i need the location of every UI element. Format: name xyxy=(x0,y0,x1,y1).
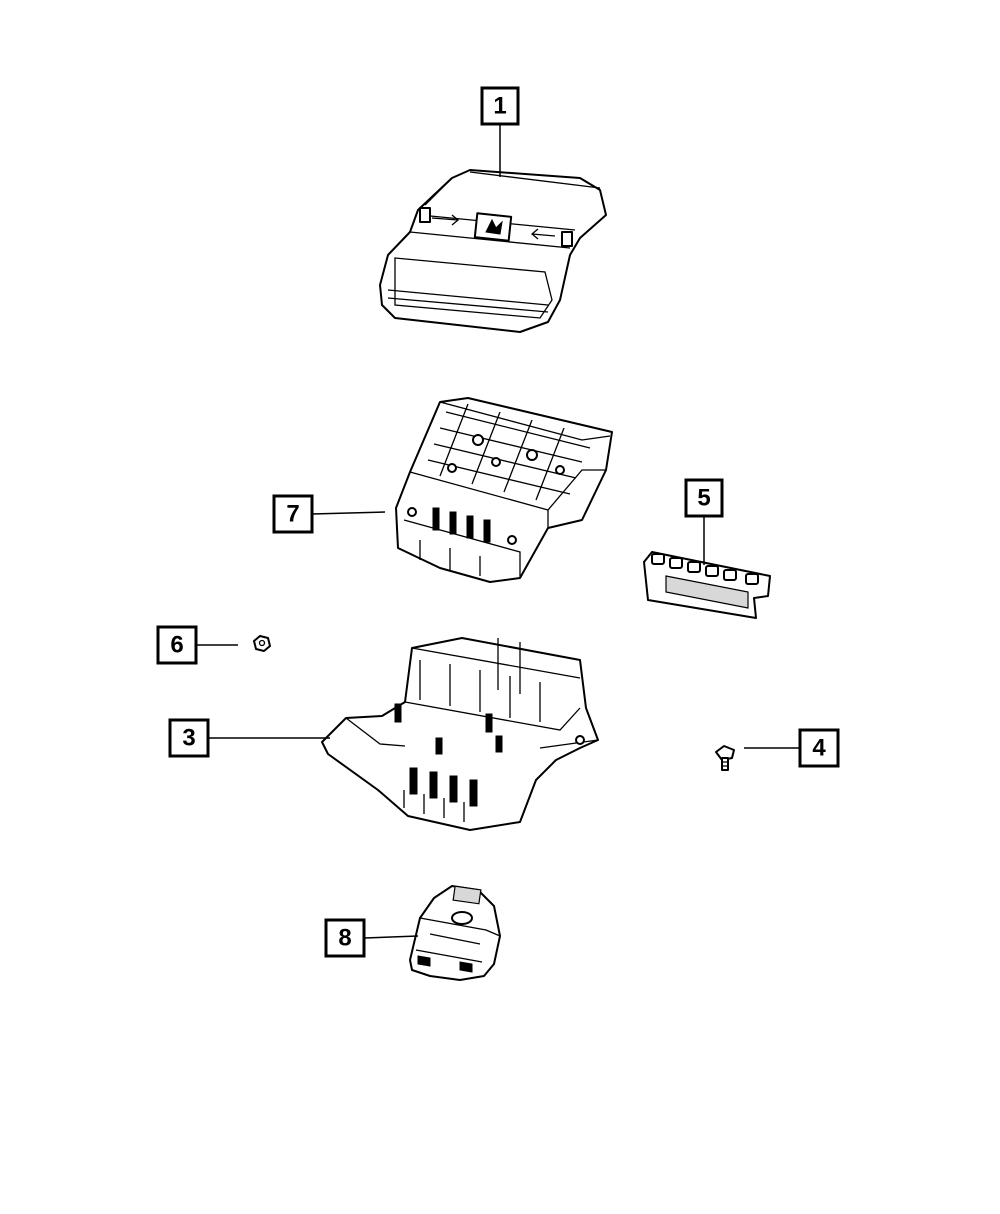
leader-8 xyxy=(363,935,419,939)
callout-1-label: 1 xyxy=(493,93,506,120)
part-1-cover xyxy=(379,169,607,333)
callout-4: 4 xyxy=(798,728,840,768)
callout-1: 1 xyxy=(480,86,520,126)
part-5-bus-bar xyxy=(643,551,771,619)
leader-7 xyxy=(311,511,386,515)
callout-4-label: 4 xyxy=(812,735,826,762)
callout-6: 6 xyxy=(156,625,198,665)
callout-6-label: 6 xyxy=(170,632,183,659)
callout-7: 7 xyxy=(272,494,314,534)
callout-8-label: 8 xyxy=(338,925,351,952)
callout-8: 8 xyxy=(324,918,366,958)
callout-5: 5 xyxy=(684,478,724,518)
part-6-nut xyxy=(253,635,271,652)
callout-5-label: 5 xyxy=(697,485,710,512)
callout-3: 3 xyxy=(168,718,210,758)
part-4-bolt xyxy=(715,745,735,771)
part-7-fuse-block xyxy=(395,397,613,583)
part-8-module xyxy=(409,885,501,981)
callout-3-label: 3 xyxy=(182,725,195,752)
part-3-bracket xyxy=(321,637,599,831)
callout-7-label: 7 xyxy=(286,501,299,528)
